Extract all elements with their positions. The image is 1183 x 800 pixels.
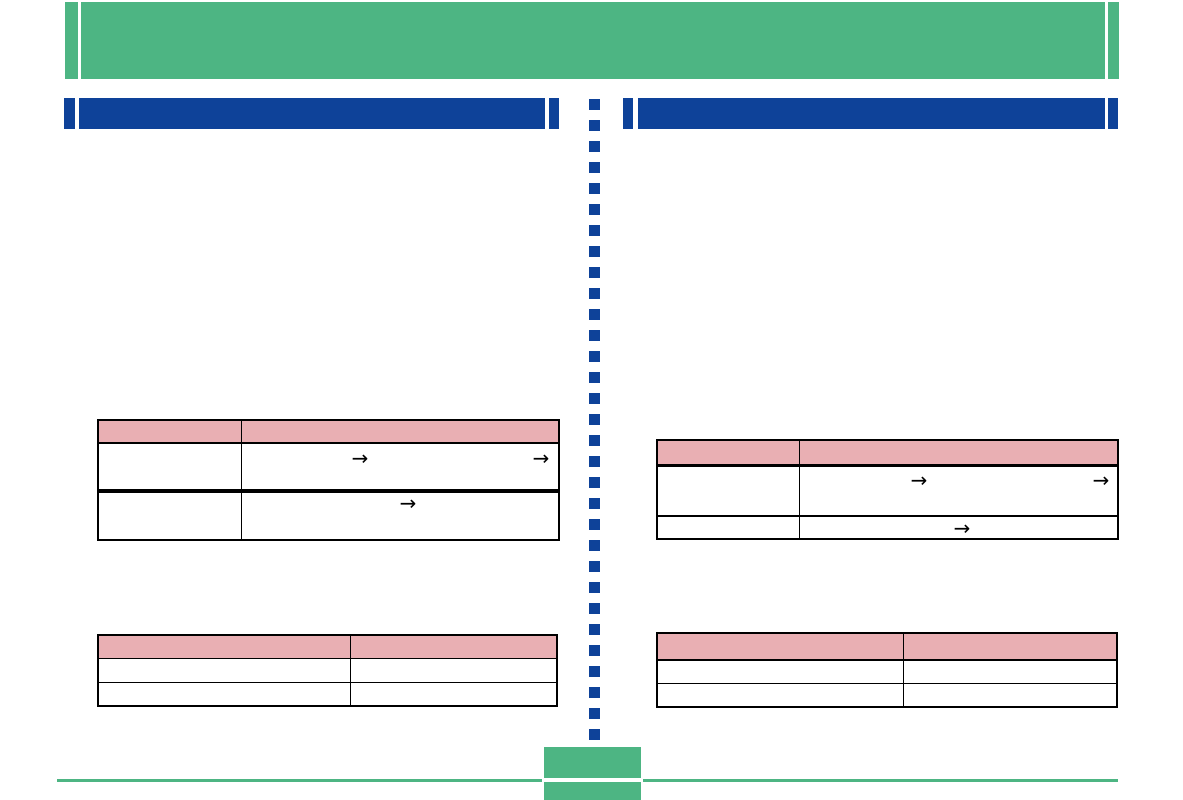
table-row-label-cell (103, 447, 237, 487)
right-procedure-table: → → → (656, 439, 1119, 540)
table-cell (355, 686, 551, 703)
right-reference-table (656, 632, 1118, 708)
table-column-divider (350, 636, 351, 705)
table-header-cell (662, 444, 795, 461)
table-row-label-cell (662, 519, 795, 535)
arrow-icon: → (351, 446, 369, 470)
arrow-icon: → (399, 491, 417, 515)
table-header-cell (103, 423, 237, 440)
table-cell (103, 662, 346, 679)
arrow-icon: → (953, 516, 971, 540)
table-column-divider (799, 441, 800, 538)
top-banner-accent-left (65, 2, 78, 79)
left-procedure-table: → → → (97, 419, 560, 541)
left-section-bar (79, 98, 545, 129)
arrow-icon: → (1092, 468, 1110, 492)
table-row-label-cell (662, 469, 795, 511)
table-header-cell (103, 639, 346, 656)
table-divider (658, 659, 1116, 661)
table-column-divider (903, 634, 904, 706)
table-row-label-cell (103, 497, 237, 537)
arrow-icon: → (910, 468, 928, 492)
right-section-bar-accent-right (1108, 98, 1118, 129)
footer-rule-right (643, 779, 1118, 782)
table-header-row (99, 421, 558, 442)
table-header-cell (908, 638, 1111, 655)
left-reference-table (97, 634, 558, 707)
table-header-row (658, 441, 1117, 464)
table-cell (103, 686, 346, 703)
table-cell (908, 663, 1111, 680)
table-column-divider (241, 421, 242, 539)
arrow-icon: → (532, 446, 550, 470)
table-cell (908, 687, 1111, 704)
table-divider (658, 515, 1117, 517)
table-header-cell (805, 444, 1111, 461)
top-banner (81, 2, 1105, 79)
right-section-bar-accent-left (623, 98, 633, 129)
left-section-bar-accent-right (549, 98, 559, 129)
table-header-row (658, 634, 1116, 659)
left-section-bar-accent-left (64, 98, 75, 129)
table-header-cell (247, 423, 552, 440)
table-cell (355, 662, 551, 679)
table-divider (99, 682, 556, 683)
page-number-box-top (544, 747, 641, 778)
right-section-bar (638, 98, 1105, 129)
table-divider (658, 464, 1117, 467)
column-divider-dashed (589, 99, 600, 740)
top-banner-accent-right (1108, 2, 1119, 79)
table-divider (99, 658, 556, 659)
table-header-row (99, 636, 556, 658)
table-cell (662, 687, 899, 704)
table-divider (99, 442, 558, 444)
table-header-cell (662, 638, 899, 655)
footer-rule-left (57, 779, 542, 782)
table-divider (658, 683, 1116, 684)
table-divider (99, 489, 558, 493)
table-cell (662, 663, 899, 680)
page-number-box-bottom (544, 782, 641, 800)
table-header-cell (355, 639, 551, 656)
